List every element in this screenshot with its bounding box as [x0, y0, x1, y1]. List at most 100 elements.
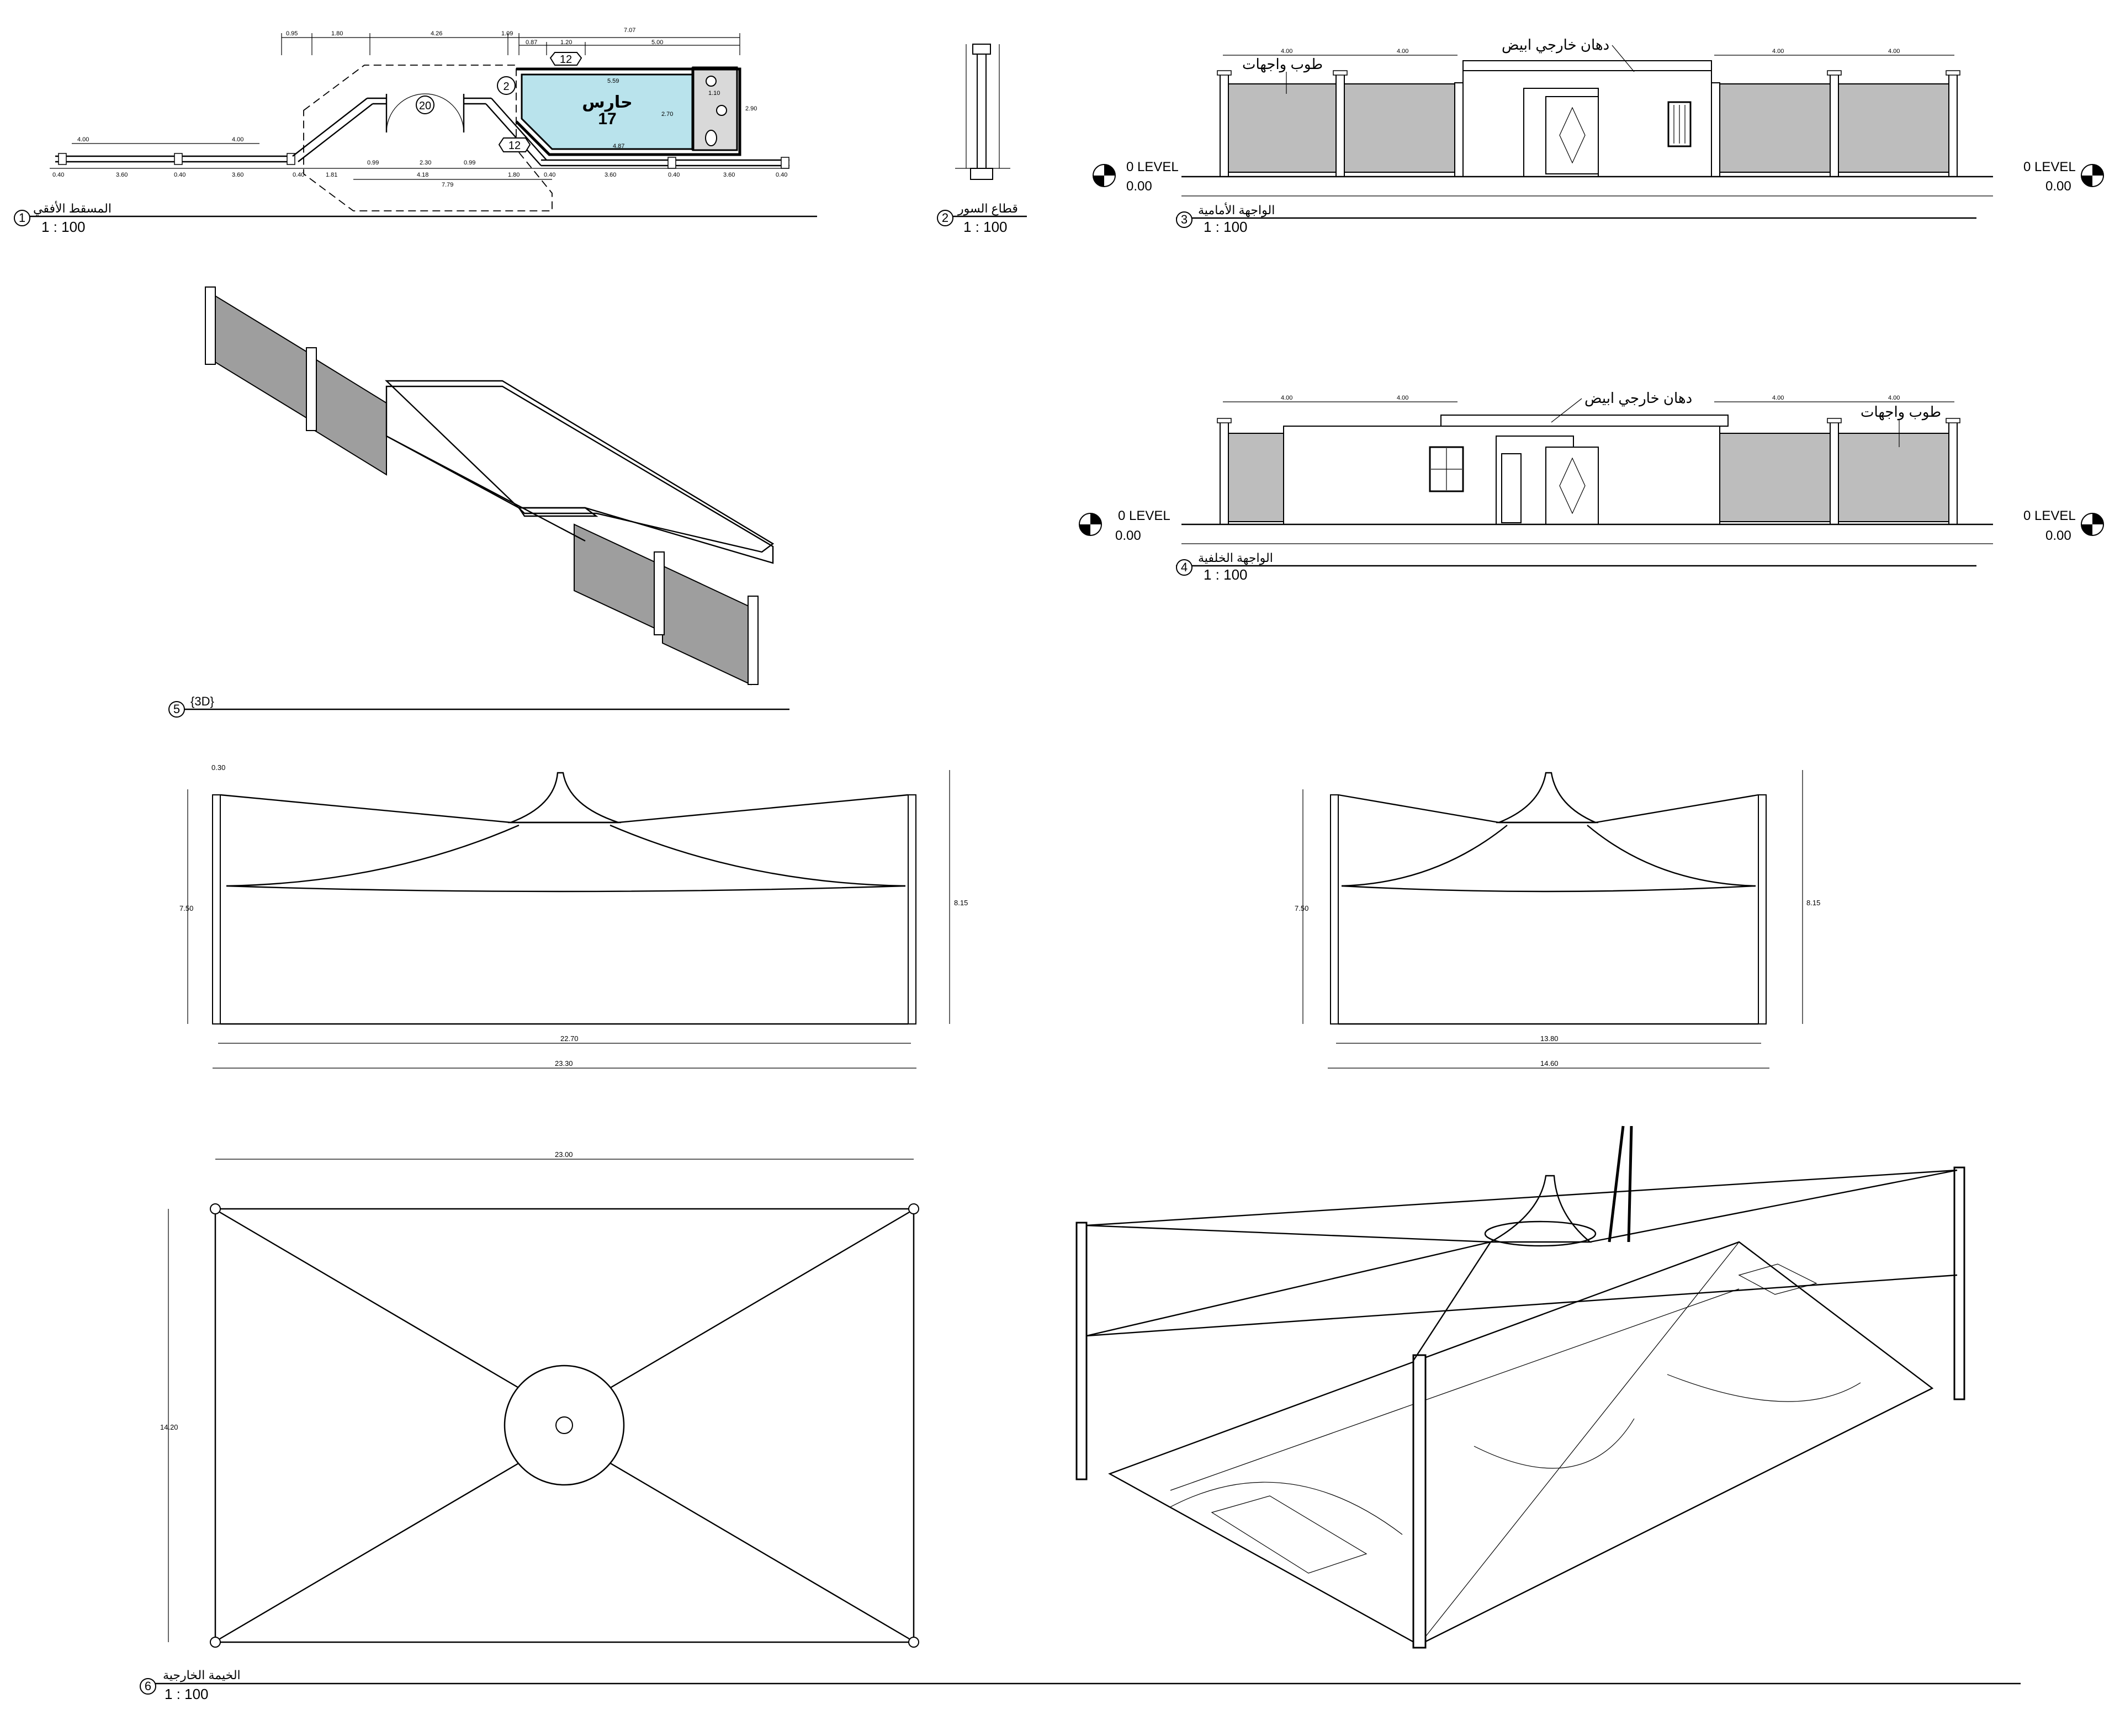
paint-note: دهان خارجي ابيض: [1502, 36, 1609, 54]
brick-panel: [1344, 83, 1455, 173]
plan-dim: 1.80: [508, 172, 520, 178]
view-scale: 1 : 100: [165, 1686, 209, 1702]
plan-dim: 4.00: [232, 136, 243, 143]
tent-dim: 23.00: [555, 1150, 573, 1159]
brick-note: طوب واجهات: [1861, 404, 1941, 421]
view-scale: 1 : 100: [963, 219, 1008, 235]
view-number: 5: [173, 702, 180, 716]
tent-dim: 8.15: [1806, 899, 1820, 907]
room-name: حارس: [582, 93, 633, 112]
tent-dim: 14.20: [160, 1423, 178, 1431]
plan-dim: 0.40: [544, 172, 555, 178]
level-name: 0 LEVEL: [2023, 160, 2076, 174]
plan-dim: 0.99: [367, 160, 379, 166]
view-scale: 1 : 100: [41, 219, 86, 235]
plan-dim: 0.40: [174, 172, 186, 178]
plan-dim: 1.20: [560, 39, 572, 46]
plan-dim: 2.90: [745, 105, 757, 112]
plan-dim: 3.60: [723, 172, 735, 178]
plan-dim: 0.87: [526, 39, 537, 46]
rear-elevation-title: 4 الواجهة الخلفية 1 : 100: [1176, 551, 1976, 583]
plan-dim: 2.30: [420, 160, 431, 166]
plan-dim: 3.60: [116, 172, 128, 178]
elev-dim: 4.00: [1772, 395, 1784, 401]
level-value: 0.00: [2045, 179, 2071, 194]
level-name: 0 LEVEL: [1118, 508, 1170, 523]
view-number: 3: [1181, 213, 1188, 226]
plan-dim: 1.10: [708, 90, 720, 97]
plan-dim: 2.70: [661, 111, 673, 118]
plan-dim: 7.79: [442, 182, 453, 188]
three-d-view: 5 {3D}: [168, 286, 789, 718]
plan-dim: 1.09: [501, 30, 513, 37]
door-tag: 20: [419, 100, 431, 112]
plan-dim: 0.40: [293, 172, 304, 178]
front-elevation-view: 4.00 4.00 4.00 4.00: [1093, 36, 2104, 235]
view-title: الواجهة الخلفية: [1198, 551, 1273, 565]
view-title: الواجهة الأمامية: [1198, 203, 1275, 217]
tent-elevation-short: 13.80 14.60 7.50 8.15: [1295, 770, 1820, 1069]
plan-roof-outline: [303, 65, 553, 211]
view-title: المسقط الأفقي: [33, 201, 112, 216]
plan-boundary-wall-left: [55, 93, 789, 169]
paint-note: دهان خارجي ابيض: [1584, 390, 1692, 407]
wall-section-title: 2 قطاع السور 1 : 100: [937, 201, 1027, 235]
view-title: قطاع السور: [957, 201, 1018, 215]
plan-view-title: 1 المسقط الأفقي 1 : 100: [14, 201, 817, 235]
plan-bottom-dimensions: 0.40 3.60 0.40 3.60 0.40 1.81 4.18 1.80 …: [50, 136, 789, 188]
tent-dim: 8.15: [954, 899, 968, 907]
tent-plan: 23.00 14.20: [160, 1150, 919, 1648]
plan-dim: 0.95: [286, 30, 298, 37]
tent-dim: 13.80: [1540, 1034, 1559, 1043]
view-scale: 1 : 100: [1204, 566, 1248, 583]
plan-tags: 20 2 12 12: [416, 52, 582, 152]
view-number: 1: [19, 211, 25, 225]
plan-dim: 4.18: [417, 172, 428, 178]
brick-panel: [1835, 83, 1949, 173]
rear-elevation-view: 4.00 4.00 4.00 4.00 0 LEVEL 0.00 0 LEVEL…: [1079, 390, 2104, 583]
elev-dim: 4.00: [1281, 48, 1292, 55]
section-tag: 2: [503, 81, 509, 93]
view-number: 4: [1181, 560, 1188, 574]
plan-dim: 1.80: [331, 30, 343, 37]
wall-section-view: 2 قطاع السور 1 : 100: [937, 44, 1027, 235]
plan-top-dimensions: 0.95 1.80 4.26 1.09 7.07 0.87 1.20 5.00: [281, 27, 740, 55]
elev-dim: 4.00: [1772, 48, 1784, 55]
tent-elevation-long: 22.70 23.30 7.50 8.15 0.30: [179, 763, 968, 1069]
guard-room: حارس 17 5.59 4.87 2.70 1.10 2.90: [515, 66, 757, 156]
level-name: 0 LEVEL: [1126, 160, 1179, 174]
elev-dim: 4.00: [1888, 395, 1900, 401]
elev-dim: 4.00: [1888, 48, 1900, 55]
elev-dim: 4.00: [1281, 395, 1292, 401]
elev-dim: 4.00: [1397, 395, 1408, 401]
three-d-title: 5 {3D}: [168, 694, 789, 718]
level-value: 0.00: [1126, 179, 1152, 194]
view-number: 2: [942, 211, 948, 225]
tent-dim: 22.70: [560, 1034, 579, 1043]
window-tag: 12: [508, 140, 521, 152]
view-title: الخيمة الخارجية: [163, 1668, 241, 1682]
brick-panel: [1228, 433, 1284, 522]
plan-dim: 1.81: [326, 172, 337, 178]
tent-3d: [1075, 1126, 1965, 1649]
plan-dim: 0.40: [668, 172, 680, 178]
level-value: 0.00: [2045, 528, 2071, 543]
plan-dim: 3.60: [232, 172, 243, 178]
plan-dim: 4.26: [431, 30, 442, 37]
tent-dim: 23.30: [555, 1059, 573, 1068]
level-name: 0 LEVEL: [2023, 508, 2076, 523]
view-number: 6: [145, 1679, 151, 1693]
plan-dim: 3.60: [605, 172, 616, 178]
tent-view-title: 6 الخيمة الخارجية 1 : 100: [140, 1668, 2021, 1702]
plan-dim: 5.00: [651, 39, 663, 46]
tent-dim: 14.60: [1540, 1059, 1559, 1068]
front-elevation-title: 3 الواجهة الأمامية 1 : 100: [1176, 203, 1976, 235]
tent-dim: 7.50: [179, 904, 193, 912]
brick-panel: [1719, 433, 1831, 522]
view-title: {3D}: [190, 694, 214, 708]
room-number: 17: [598, 110, 616, 128]
brick-panel: [1835, 433, 1949, 522]
window-tag: 12: [560, 54, 572, 66]
floor-plan-view: 0.95 1.80 4.26 1.09 7.07 0.87 1.20 5.00: [14, 27, 817, 235]
